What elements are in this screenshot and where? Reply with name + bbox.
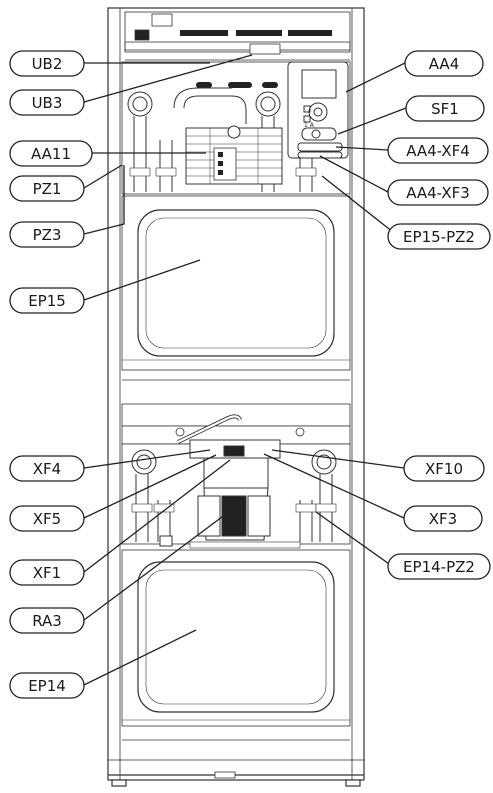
callout-aa4-xf4: AA4-XF4 [387,137,489,164]
callout-aa11-label: AA11 [31,145,71,163]
pipe-connection-lower-left [131,449,157,475]
water-heater-ep14 [121,549,351,741]
display-screen [301,69,337,99]
fuse-marking: 1 A [304,122,315,129]
callout-ep14-pz2-label: EP14-PZ2 [403,558,475,576]
display-unit-aa4: 1 A [287,61,349,159]
callout-xf3-label: XF3 [429,510,457,528]
callout-sf1-label: SF1 [431,100,459,118]
callout-pz1: PZ1 [9,175,85,202]
callout-xf5: XF5 [9,505,85,532]
callout-ub3-label: UB3 [32,94,63,112]
callout-pz3-label: PZ3 [33,226,62,244]
lower-module [121,439,351,549]
callouts-left: UB2 UB3 AA11 PZ1 PZ3 EP15 XF4 XF5 [9,50,93,699]
pipe-connection-right [255,91,281,117]
callout-ep14: EP14 [9,672,85,699]
callout-xf4: XF4 [9,455,85,482]
top-terminal-strip [124,11,351,61]
callout-ep15-label: EP15 [28,292,66,310]
callout-ep15: EP15 [9,287,85,314]
callout-pz1-label: PZ1 [33,180,62,198]
callout-ep14-label: EP14 [28,677,66,695]
callout-ub2-label: UB2 [32,55,63,73]
callout-ra3: RA3 [9,607,85,634]
callout-sf1: SF1 [405,95,485,122]
callout-xf5-label: XF5 [33,510,61,528]
callout-ep14-pz2: EP14-PZ2 [387,553,491,580]
callout-xf1-label: XF1 [33,564,61,582]
callout-aa11: AA11 [9,140,93,167]
callouts-right: AA4 SF1 AA4-XF4 AA4-XF3 EP15-PZ2 XF10 XF… [387,50,491,580]
callout-aa4-xf3-label: AA4-XF3 [406,184,470,202]
callout-ub2: UB2 [9,50,85,77]
callout-xf10-label: XF10 [425,460,463,478]
callout-ep15-pz2: EP15-PZ2 [387,223,491,250]
callout-aa4-label: AA4 [429,55,459,73]
water-heater-ep15 [121,195,351,381]
callout-ra3-label: RA3 [32,612,62,630]
leader-lines [83,54,407,686]
callout-pz3: PZ3 [9,221,85,248]
callout-xf3: XF3 [403,505,483,532]
filter-ra3 [197,495,271,537]
callout-xf4-label: XF4 [33,460,61,478]
callout-aa4-xf4-label: AA4-XF4 [406,142,470,160]
callout-xf10: XF10 [403,455,485,482]
callout-ub3: UB3 [9,89,85,116]
cabinet [107,7,365,787]
callout-aa4: AA4 [404,50,484,77]
callout-xf1: XF1 [9,559,85,586]
callout-aa4-xf3: AA4-XF3 [387,179,489,206]
pipe-connection-lower-right [311,449,337,475]
switch-sf1 [301,127,337,141]
callout-ep15-pz2-label: EP15-PZ2 [403,228,475,246]
middle-plate [121,403,351,445]
pipe-connection-left [127,91,153,117]
